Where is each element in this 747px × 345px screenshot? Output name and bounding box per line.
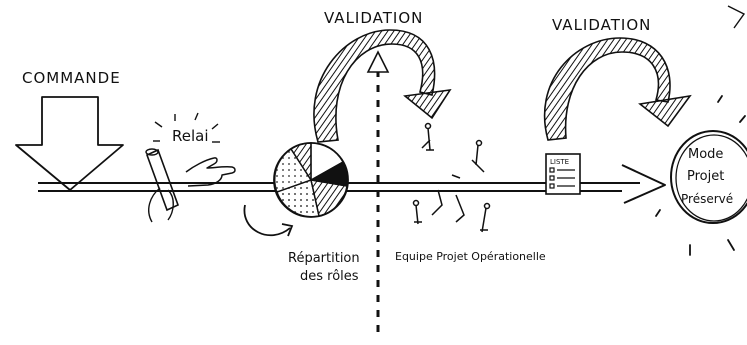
- commande-label: COMMANDE: [22, 69, 121, 87]
- curved-arrow-icon: [313, 29, 452, 143]
- radiance-icon: [655, 95, 746, 256]
- rotate-arrow-icon: [243, 204, 291, 237]
- checklist-icon: LISTE: [545, 153, 581, 195]
- liste-label: LISTE: [550, 158, 569, 166]
- repartition-label-1: Répartition: [288, 251, 360, 266]
- equipe-label: Equipe Projet Opérationelle: [395, 250, 546, 263]
- mode-label-2: Projet: [687, 169, 724, 184]
- repartition-label-2: des rôles: [300, 269, 359, 284]
- mode-projet-circle: Mode Projet Préservé: [670, 130, 747, 224]
- curved-arrow-icon: [543, 37, 692, 141]
- validation-label-1: VALIDATION: [324, 9, 423, 27]
- corner-mark-icon: [727, 5, 746, 29]
- mode-label-3: Préservé: [681, 192, 733, 206]
- mode-label-1: Mode: [688, 147, 723, 162]
- down-arrow-icon: [15, 96, 124, 191]
- validation-label-2: VALIDATION: [552, 16, 651, 34]
- role-pie-icon: [273, 142, 349, 218]
- validation-triangle-icon: [366, 50, 390, 73]
- stick-figure-icon: [412, 122, 491, 233]
- relai-sparkle-icon: [153, 112, 220, 143]
- open-hand-icon: [185, 157, 236, 187]
- relai-label: Relai: [172, 127, 209, 145]
- relay-baton-icon: [145, 148, 180, 223]
